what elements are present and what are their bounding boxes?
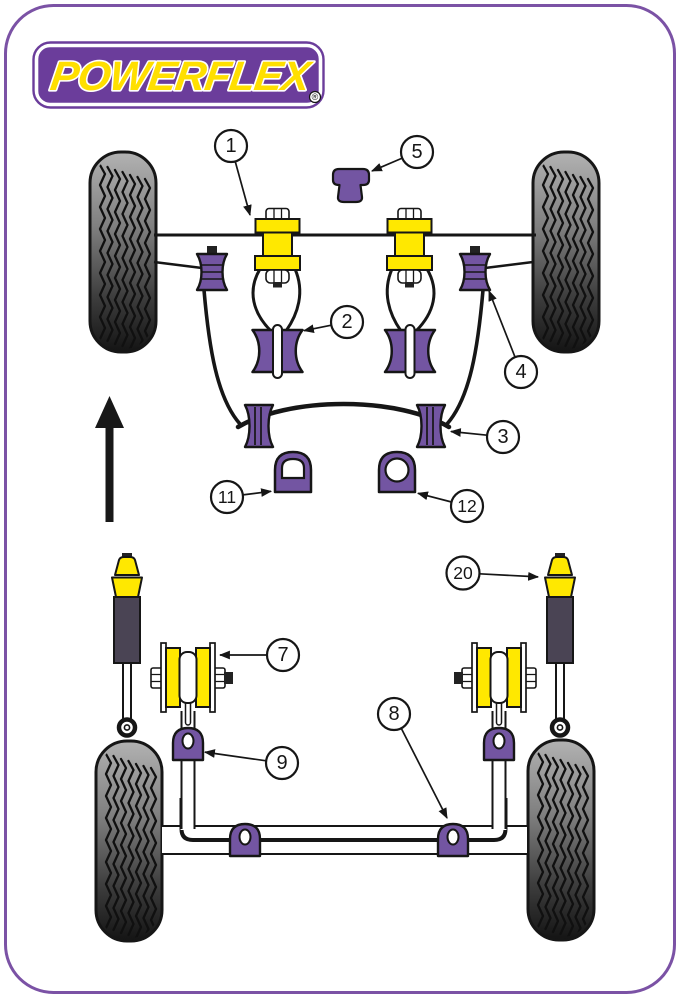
callout-2: 2 (302, 304, 365, 340)
svg-text:20: 20 (453, 563, 473, 583)
mount-insert-part (331, 167, 371, 204)
callout-8: 8 (376, 696, 448, 819)
callouts: 1 5 2 4 3 11 1 (203, 128, 540, 819)
wheel-front-left (90, 152, 156, 353)
svg-text:4: 4 (515, 361, 526, 383)
svg-text:5: 5 (411, 141, 422, 163)
svg-text:12: 12 (457, 496, 476, 516)
direction-arrow (95, 396, 124, 522)
svg-text:1: 1 (225, 135, 236, 157)
callout-20: 20 (445, 555, 540, 591)
wheel-front-right (533, 152, 599, 353)
logo-background (35, 44, 322, 106)
svg-text:3: 3 (497, 426, 508, 448)
clamp-bracket-round-hole (377, 450, 417, 494)
svg-text:2: 2 (341, 311, 352, 333)
registered-mark: ® (312, 92, 319, 102)
anti-roll-bar-bushing-left (243, 403, 275, 449)
callout-3: 3 (449, 419, 521, 455)
beam-mount-bushing-left (228, 822, 262, 858)
callout-5: 5 (370, 134, 435, 172)
callout-12: 12 (416, 488, 485, 524)
anti-roll-bar-bushing-right (415, 403, 447, 449)
callout-4: 4 (488, 289, 539, 390)
powerflex-logo: POWERFLEX ® (32, 41, 325, 109)
front-suspension-diagram (90, 152, 599, 522)
callout-7: 7 (218, 637, 301, 673)
beam-mount-bushing-right (436, 822, 470, 858)
clamp-bracket-flat-hole (273, 450, 313, 494)
wheel-rear-left (96, 741, 162, 942)
logo-text: POWERFLEX (48, 53, 316, 99)
control-arm-bushing-right (383, 323, 437, 380)
control-arm-bushing-left (251, 323, 304, 380)
svg-text:8: 8 (388, 703, 399, 725)
svg-text:7: 7 (277, 644, 288, 666)
callout-1: 1 (213, 128, 252, 217)
svg-text:11: 11 (218, 487, 236, 507)
wheel-rear-right (528, 740, 594, 941)
callout-9: 9 (203, 745, 300, 781)
svg-text:9: 9 (276, 752, 287, 774)
rear-suspension-diagram (96, 553, 594, 942)
callout-11: 11 (209, 479, 273, 515)
